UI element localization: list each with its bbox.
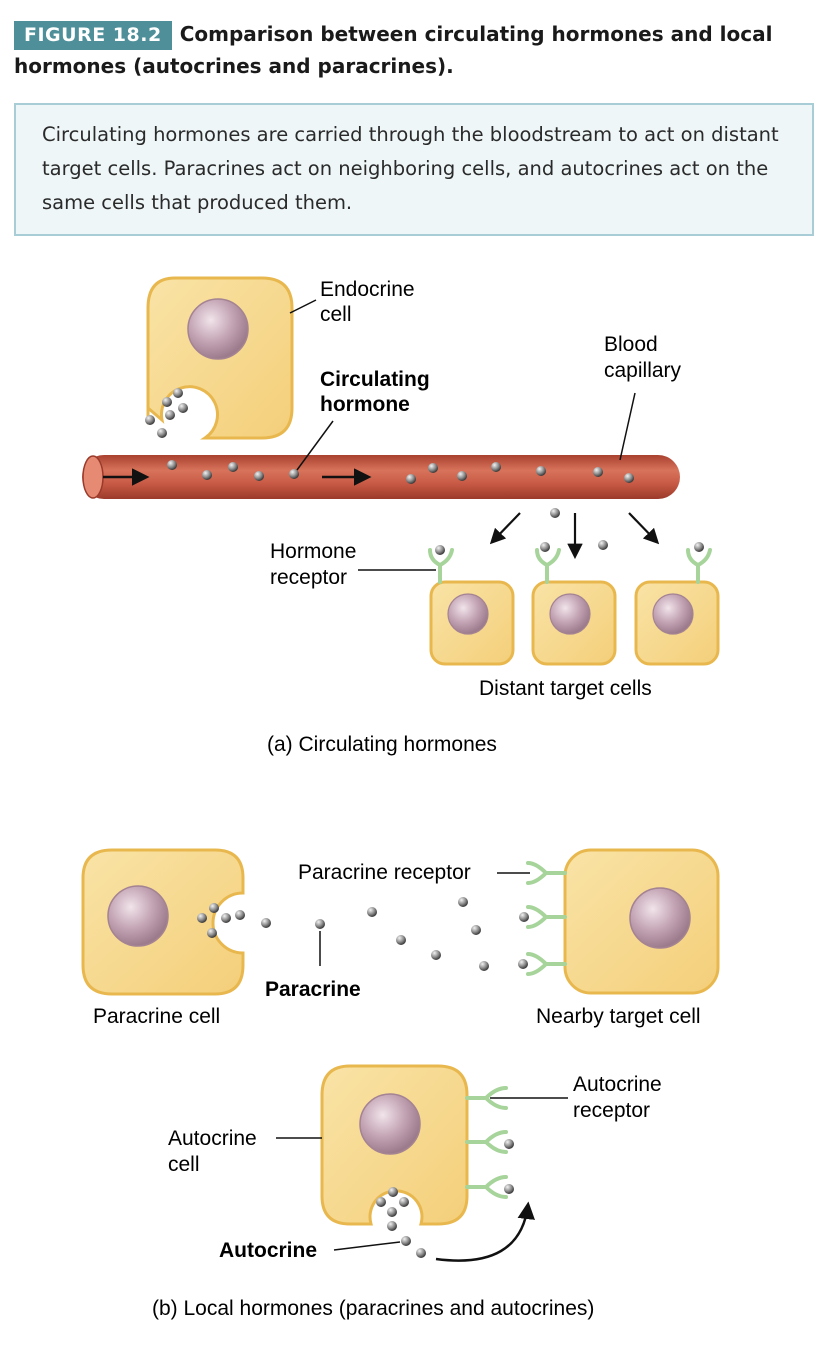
autocrine-leader (333, 1241, 401, 1251)
blood-capillary-label: Blood (604, 333, 658, 356)
autocrine-secreted-molecules (376, 1187, 426, 1258)
endocrine-nucleus (187, 298, 249, 360)
paracrine-cell (81, 848, 245, 996)
autocrine-cell-label: cell (168, 1153, 200, 1176)
bound-hormone (694, 542, 704, 552)
hormone-receptor (428, 548, 454, 584)
autocrine-receptor (465, 1086, 508, 1110)
exit-arrow-left (489, 512, 521, 545)
autocrine-receptor-label: Autocrine (573, 1073, 662, 1096)
free-hormone (550, 508, 560, 518)
autocrine-return-arrow (435, 1201, 535, 1262)
hormone-receptor (686, 548, 712, 584)
endocrine-cell (146, 276, 294, 440)
paracrine-receptor-label: Paracrine receptor (298, 861, 471, 884)
nearby-target-cell (518, 848, 720, 995)
distant-target-cell-2 (531, 542, 617, 666)
paracrine-receptor (519, 905, 567, 929)
hormone-receptor-label: Hormone (270, 540, 356, 563)
distant-target-label: Distant target cells (479, 677, 652, 700)
endocrine-secreted-hormones (145, 388, 188, 438)
autocrine-nucleus (359, 1093, 421, 1155)
circulating-hormone-label: hormone (320, 393, 410, 416)
circulating-hormone-label: Circulating (320, 368, 430, 391)
hormone-receptor-label: receptor (270, 566, 347, 589)
paracrine-label: Paracrine (265, 978, 361, 1001)
hormone-receptor (535, 548, 561, 584)
figure-title: Comparison between circulating hormones … (14, 22, 773, 78)
panel-a-caption: (a) Circulating hormones (267, 733, 497, 756)
capillary-hormones (167, 460, 634, 484)
panel-b-caption: (b) Local hormones (paracrines and autoc… (152, 1297, 594, 1320)
free-hormone (598, 540, 608, 550)
summary-box: Circulating hormones are carried through… (14, 103, 814, 236)
endocrine-cell-label: Endocrine (320, 278, 415, 301)
distant-target-cell-3 (634, 542, 720, 666)
exit-arrow-right (628, 512, 660, 545)
paracrine-nucleus (107, 885, 169, 947)
blood-capillary-label: capillary (604, 359, 682, 382)
paracrine-secreted-molecules (197, 897, 489, 971)
nearby-target-label: Nearby target cell (536, 1005, 701, 1028)
nearby-target-nucleus (629, 887, 691, 949)
figure-tag: FIGURE 18.2 (14, 21, 172, 50)
autocrine-label: Autocrine (219, 1239, 317, 1262)
blood-capillary-leader (619, 392, 636, 461)
bound-hormone (435, 545, 445, 555)
paracrine-receptor (526, 861, 567, 885)
endocrine-leader (289, 299, 317, 314)
paracrine-cell-label: Paracrine cell (93, 1005, 220, 1028)
autocrine-receptor (465, 1130, 514, 1154)
endocrine-cell-label: cell (320, 303, 352, 326)
distant-target-cell-1 (428, 545, 515, 666)
paracrine-receptor (518, 952, 567, 976)
bound-hormone (540, 542, 550, 552)
autocrine-cell (320, 1064, 514, 1226)
autocrine-cell-label: Autocrine (168, 1127, 257, 1150)
autocrine-receptor-label: receptor (573, 1099, 650, 1122)
autocrine-receptor (465, 1175, 514, 1199)
circulating-hormone-leader (296, 420, 334, 471)
